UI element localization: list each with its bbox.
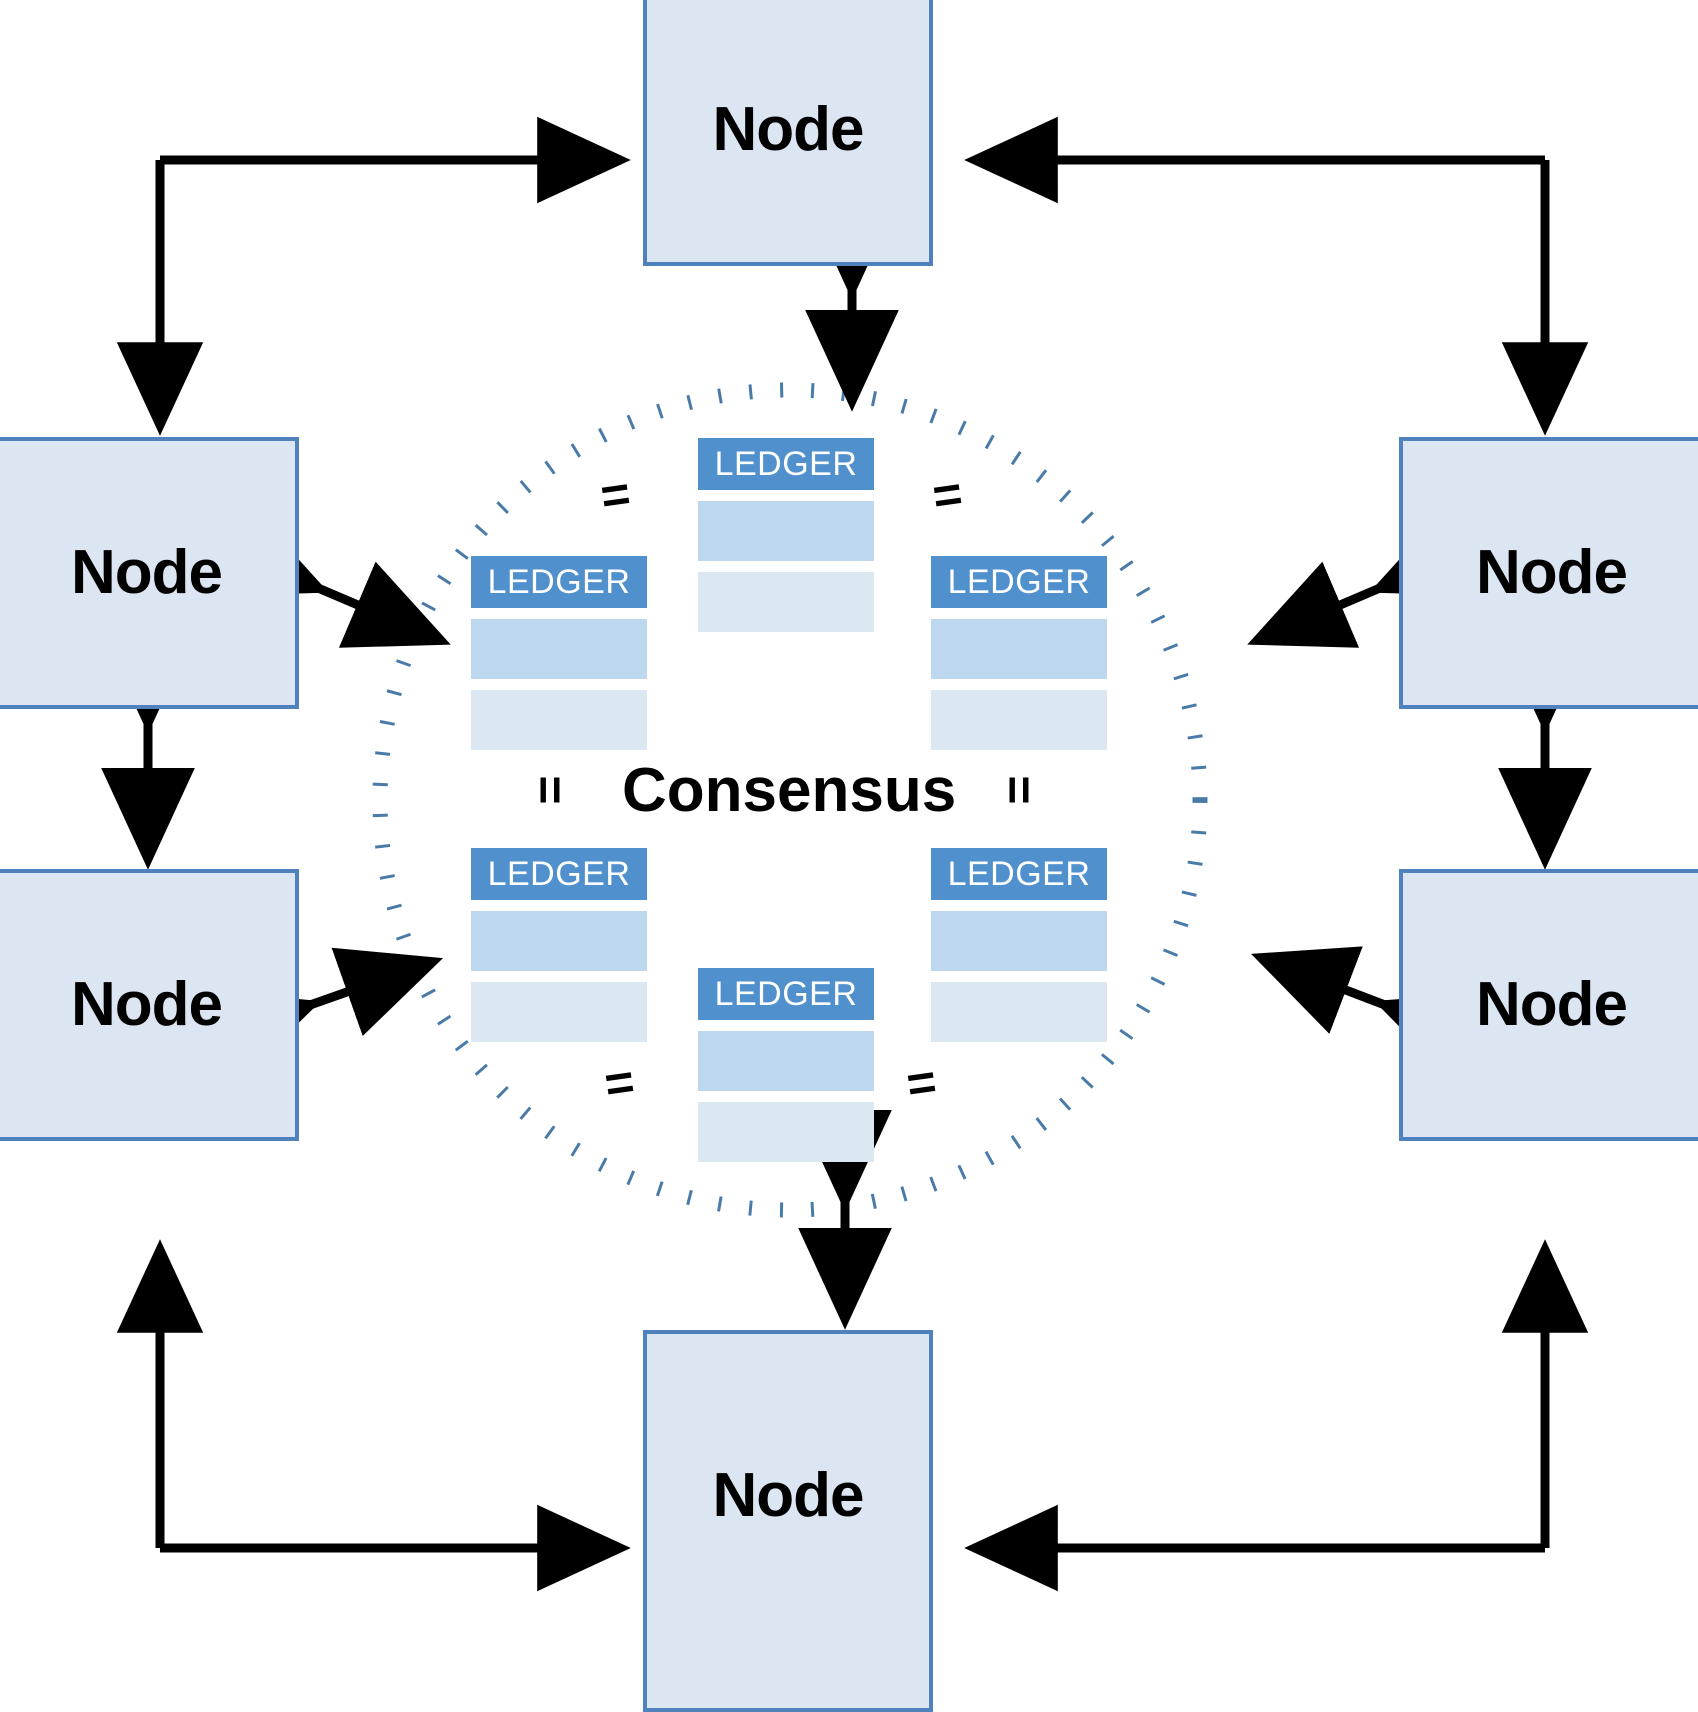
ledger-top-row-2 [698, 572, 874, 632]
ledger-right-lower-row-1 [931, 911, 1107, 971]
node-bottom[interactable]: Node [643, 1330, 933, 1712]
ledger-left-upper-row-2 [471, 690, 647, 750]
ledger-left-upper-row-1 [471, 619, 647, 679]
ledger-left-lower-row-2 [471, 982, 647, 1042]
ledger-right-lower-header: LEDGER [931, 848, 1107, 900]
equality-mark-bottom-left: = [600, 1053, 637, 1113]
ledger-top-row-1 [698, 501, 874, 561]
ledger-right-lower-row-2 [931, 982, 1107, 1042]
node-top-label: Node [712, 95, 865, 164]
node-right-lower-label: Node [1476, 970, 1628, 1039]
ledger-right-upper-header: LEDGER [931, 556, 1107, 608]
node-left-upper-label: Node [71, 538, 223, 607]
ledger-bottom-row-2 [698, 1102, 874, 1162]
ledger-bottom[interactable]: LEDGER [698, 968, 874, 1162]
node-right-lower[interactable]: Node [1399, 869, 1698, 1141]
consensus-label: Consensus [622, 756, 957, 825]
ledger-top[interactable]: LEDGER [698, 438, 874, 632]
equality-mark-mid-left: = [522, 775, 579, 805]
node-left-lower[interactable]: Node [0, 869, 299, 1141]
node-left-lower-label: Node [71, 970, 223, 1039]
ledger-left-upper-header: LEDGER [471, 556, 647, 608]
equality-mark-top-right: = [928, 465, 965, 525]
ledger-right-lower[interactable]: LEDGER [931, 848, 1107, 1042]
ledger-left-lower-row-1 [471, 911, 647, 971]
node-left-upper[interactable]: Node [0, 437, 299, 709]
node-right-upper[interactable]: Node [1399, 437, 1698, 709]
ledger-left-lower[interactable]: LEDGER [471, 848, 647, 1042]
equality-mark-top-left: = [596, 465, 633, 525]
ledger-bottom-row-1 [698, 1031, 874, 1091]
ledger-left-lower-header: LEDGER [471, 848, 647, 900]
ledger-left-upper[interactable]: LEDGER [471, 556, 647, 750]
ledger-right-upper-row-1 [931, 619, 1107, 679]
node-right-upper-label: Node [1476, 538, 1628, 607]
equality-mark-bottom-right: = [902, 1053, 939, 1113]
equality-mark-mid-right: = [991, 775, 1048, 805]
ledger-top-header: LEDGER [698, 438, 874, 490]
ledger-bottom-header: LEDGER [698, 968, 874, 1020]
ledger-right-upper[interactable]: LEDGER [931, 556, 1107, 750]
node-top[interactable]: Node [643, 0, 933, 266]
ledger-right-upper-row-2 [931, 690, 1107, 750]
node-bottom-label: Node [712, 1461, 865, 1530]
